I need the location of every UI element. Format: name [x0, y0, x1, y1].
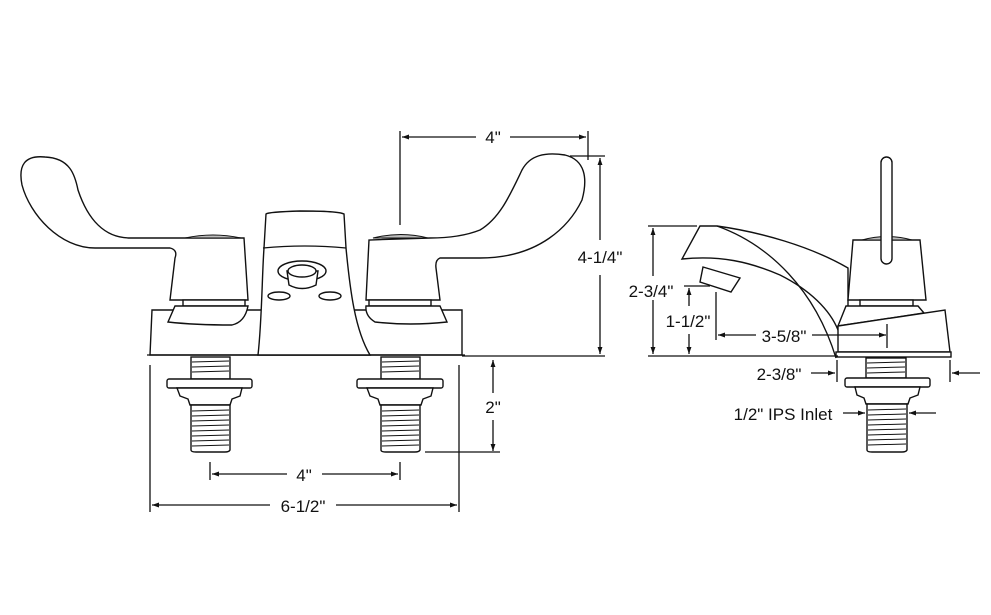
side-shank [844, 357, 931, 453]
dim-overall-height: 4-1/4" [462, 155, 623, 357]
dim-label-shank-length: 2" [485, 398, 501, 417]
dim-label-inlet: 1/2" IPS Inlet [734, 405, 833, 424]
right-shank [356, 356, 444, 453]
dim-label-spout-clearance: 1-1/2" [666, 312, 711, 331]
dim-label-spout-reach: 3-5/8" [762, 327, 807, 346]
dim-inlet-centers: 4" [209, 462, 401, 485]
dim-label-base-depth: 2-3/8" [757, 365, 802, 384]
center-body [257, 210, 372, 356]
dim-spout-reach: 3-5/8" [715, 292, 888, 348]
side-view: 2-3/4" 1-1/2" 3-5/8" 2-3/8" [629, 156, 980, 453]
side-handle [836, 156, 927, 327]
dim-label-base-width: 6-1/2" [281, 497, 326, 516]
dim-base-depth: 2-3/8" [757, 360, 980, 384]
dim-label-handle-spacing: 4" [485, 128, 501, 147]
front-view: 4" 4-1/4" 2" 4" [20, 128, 623, 516]
left-shank [166, 356, 253, 453]
dim-inlet: 1/2" IPS Inlet [734, 405, 936, 424]
dim-label-inlet-centers: 4" [296, 466, 312, 485]
side-base [835, 309, 952, 358]
dim-base-width: 6-1/2" [149, 365, 460, 516]
dim-shank-length: 2" [425, 360, 501, 453]
dim-spout-height: 2-3/4" [629, 225, 697, 354]
left-wristblade-handle [20, 156, 249, 326]
dim-label-spout-height: 2-3/4" [629, 282, 674, 301]
dim-spout-clearance: 1-1/2" [666, 285, 711, 354]
right-wristblade-handle [365, 153, 586, 325]
dim-handle-spacing-top: 4" [399, 128, 589, 225]
dim-label-overall-height: 4-1/4" [578, 248, 623, 267]
